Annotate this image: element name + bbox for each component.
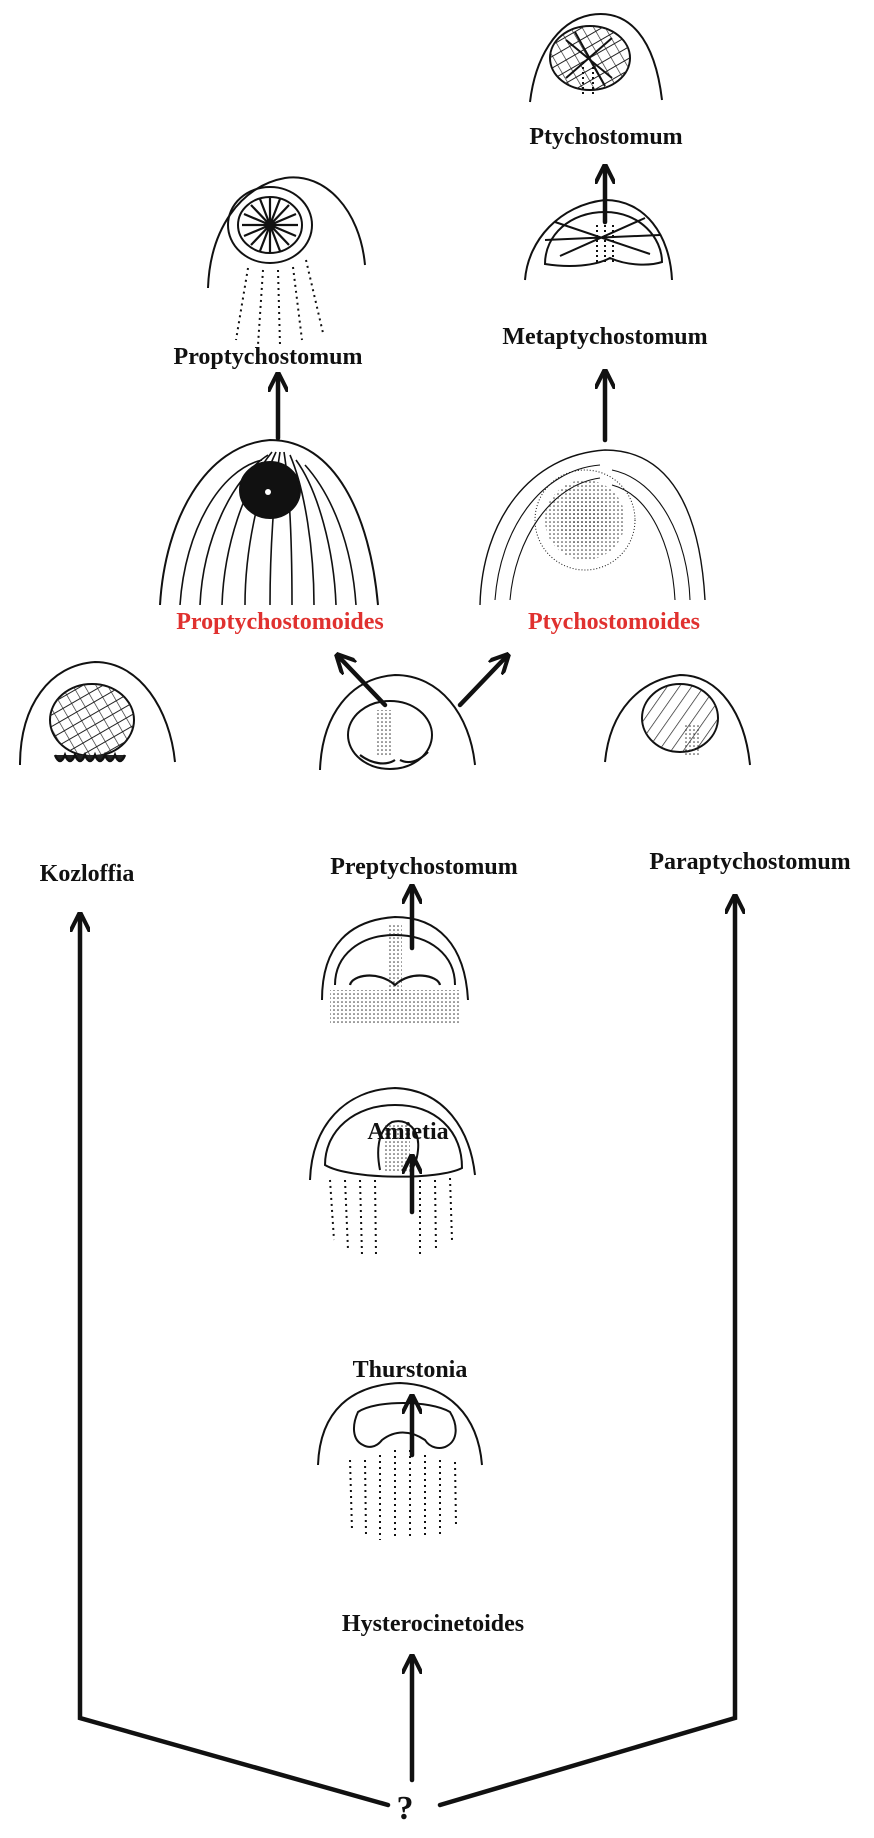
illustration-preptychostomum	[320, 675, 475, 770]
illustration-metaptychostomum	[525, 200, 672, 280]
arrow-preptychostomum-to-ptychostomoides	[460, 658, 505, 705]
node-kozloffia: Kozloffia	[40, 862, 135, 886]
illustration-kozloffia	[20, 662, 175, 765]
illustration-ptychostomoides	[480, 450, 705, 605]
illustration-proptychostomoides	[160, 440, 378, 605]
illustration-hysterocinetoides	[318, 1383, 482, 1540]
node-amietia: Amietia	[367, 1120, 448, 1144]
arrow-root-to-kozloffia	[80, 918, 388, 1805]
node-root-unknown: ?	[397, 1792, 414, 1826]
node-proptychostomoides: Proptychostomoides	[176, 610, 384, 634]
illustration-amietia	[322, 917, 468, 1025]
node-thurstonia: Thurstonia	[353, 1358, 468, 1382]
node-hysterocinetoides: Hysterocinetoides	[342, 1612, 524, 1636]
illustration-ptychostomum	[530, 14, 662, 102]
illustration-proptychostomum	[208, 177, 365, 345]
node-ptychostomum: Ptychostomum	[529, 125, 682, 149]
node-metaptychostomum: Metaptychostomum	[502, 325, 707, 349]
node-preptychostomum: Preptychostomum	[330, 855, 518, 879]
node-paraptychostomum: Paraptychostomum	[649, 850, 850, 874]
node-proptychostomum: Proptychostomum	[174, 345, 363, 369]
illustration-thurstonia	[310, 1088, 475, 1255]
node-ptychostomoides: Ptychostomoides	[528, 610, 700, 634]
illustration-paraptychostomum	[605, 675, 750, 765]
arrow-root-to-paraptychostomum	[440, 900, 735, 1805]
